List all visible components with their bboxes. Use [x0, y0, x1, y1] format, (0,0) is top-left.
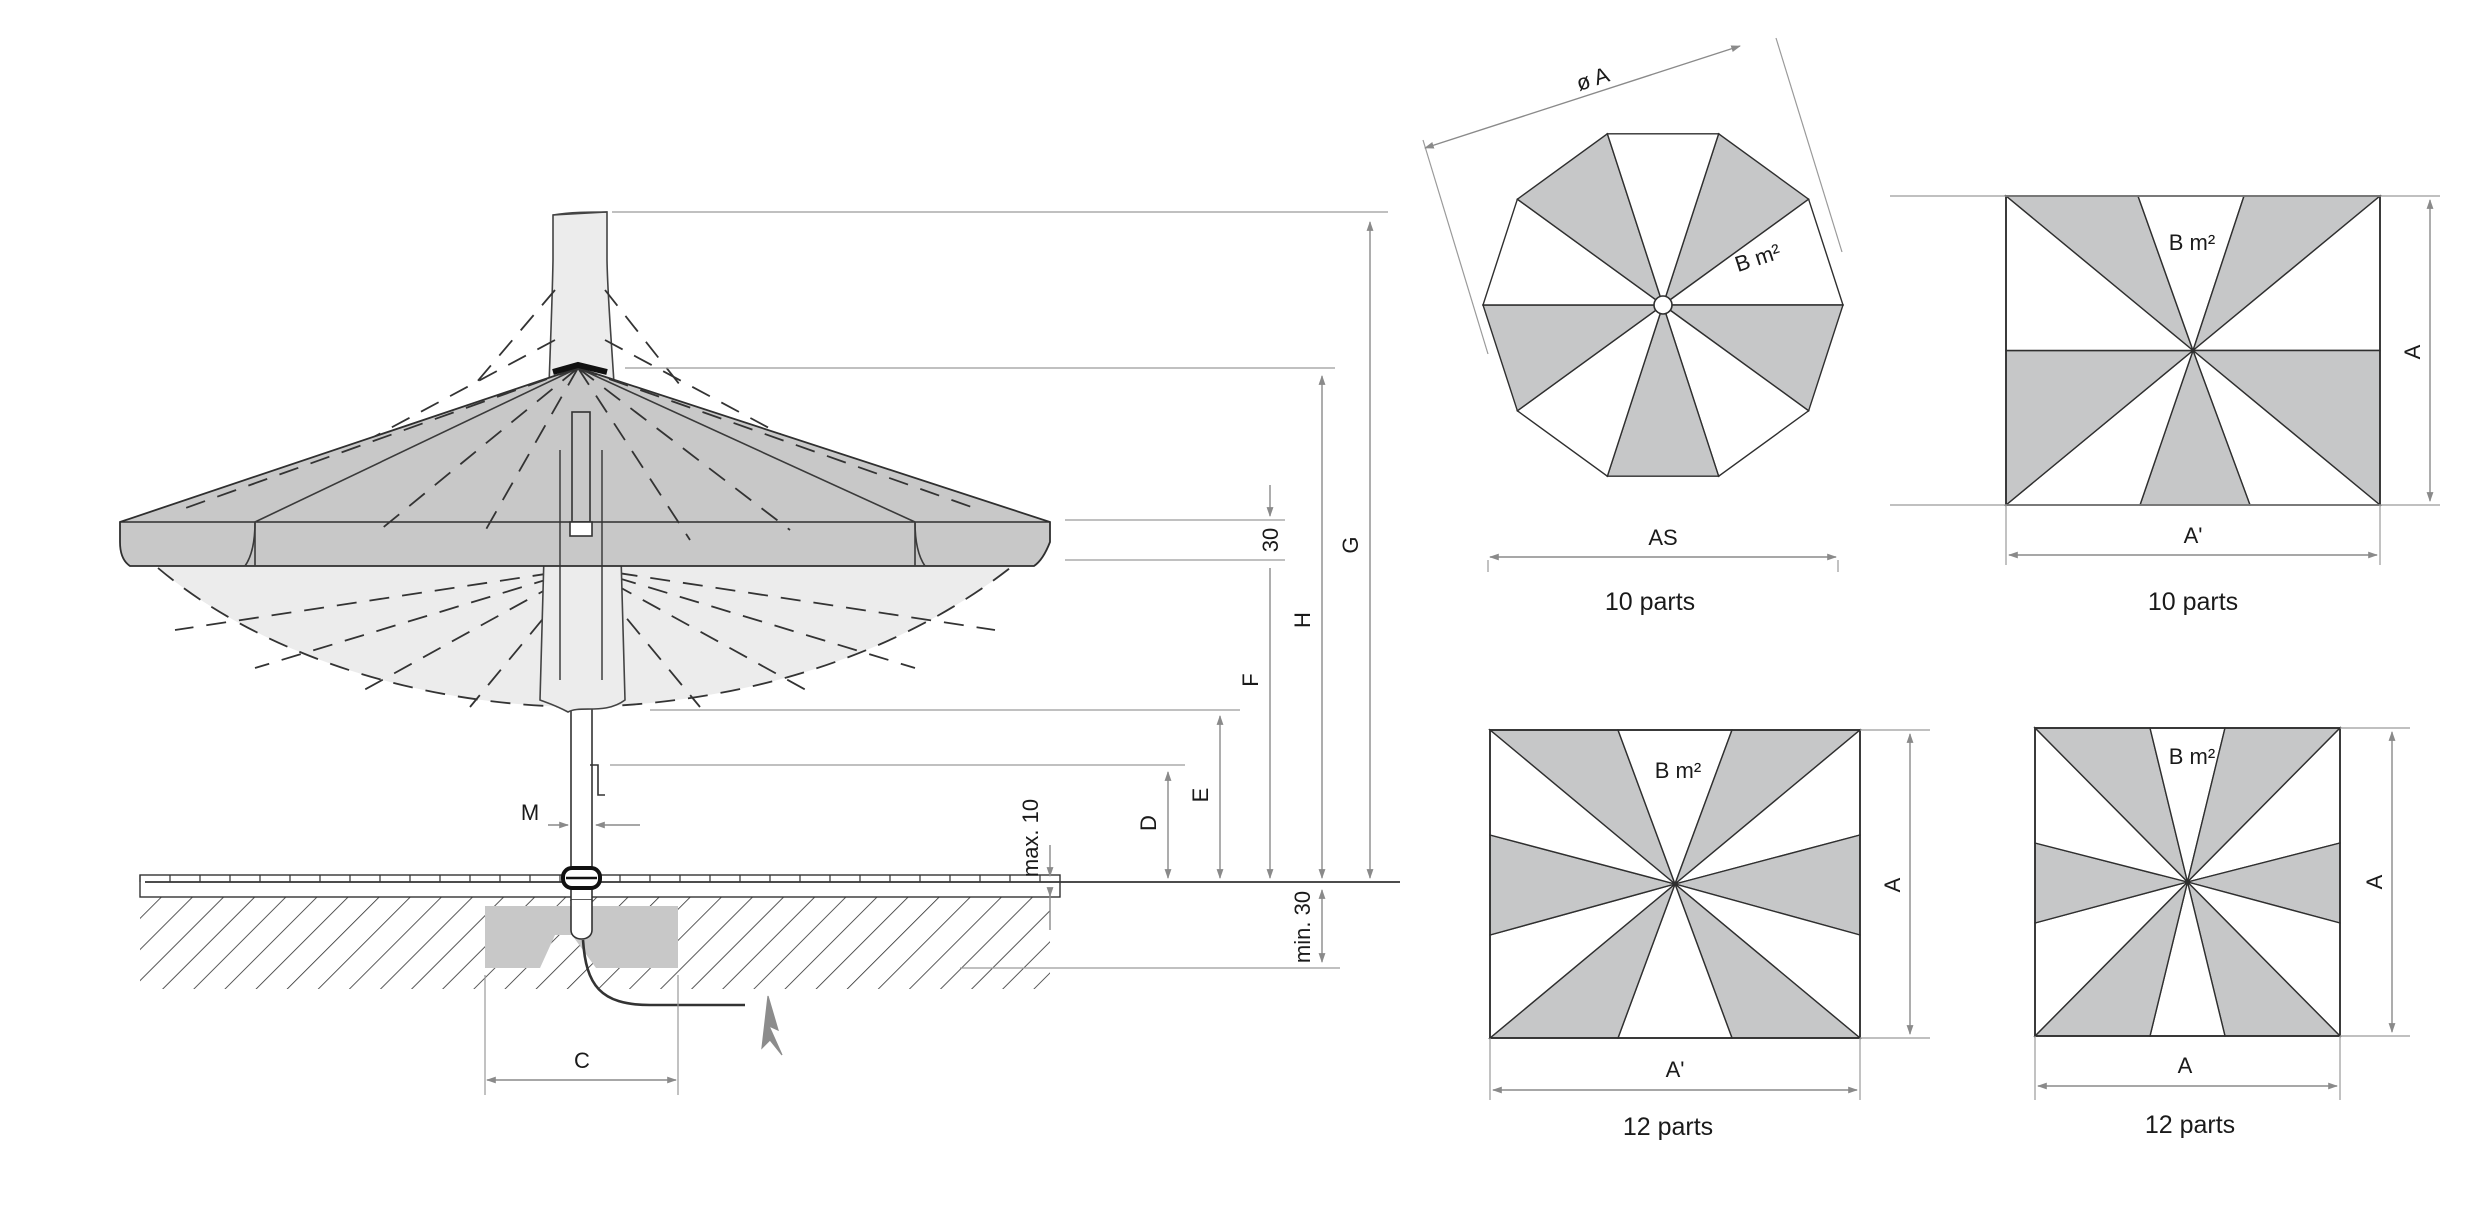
rect12-height-label: A: [1880, 877, 1905, 892]
square12-area-label: B m²: [2169, 744, 2215, 769]
plan-rect-10-parts: [2004, 194, 2382, 507]
rect12-area-label: B m²: [1655, 758, 1701, 783]
plan-square-12-parts: [2033, 726, 2342, 1038]
square12-height-label: A: [2362, 874, 2387, 889]
hub: [1653, 295, 1673, 315]
plan-views: ø A B m² AS 10 parts B m² A A' 10 parts: [1422, 37, 2440, 1141]
dim-label-h: H: [1290, 612, 1315, 628]
dim-label-g: G: [1338, 536, 1363, 553]
ground: [139, 874, 1400, 1007]
rect10-width-label: A': [2184, 523, 2203, 548]
octagon-width-label: AS: [1648, 525, 1677, 550]
octagon-diameter-label: ø A: [1573, 62, 1612, 96]
rect10-area-label: B m²: [2169, 230, 2215, 255]
octagon-caption: 10 parts: [1605, 588, 1695, 616]
lightning-icon: [761, 995, 783, 1056]
plan-rect-12-parts: [1488, 728, 1862, 1040]
canopy: [119, 367, 1051, 567]
dim-label-f: F: [1238, 673, 1263, 686]
dim-label-max10: max. 10: [1018, 799, 1043, 877]
dim-label-c: C: [574, 1048, 590, 1073]
rect10-caption: 10 parts: [2148, 588, 2238, 616]
dim-label-min30: min. 30: [1290, 891, 1315, 963]
square12-width-label: A: [2178, 1053, 2193, 1078]
side-view: G H 30 F E D max. 10 min. 30 M C: [119, 211, 1400, 1095]
dim-label-m: M: [521, 800, 539, 825]
rect10-height-label: A: [2400, 344, 2425, 359]
square12-caption: 12 parts: [2145, 1111, 2235, 1139]
rect12-width-label: A': [1666, 1057, 1685, 1082]
dim-label-30: 30: [1258, 528, 1283, 552]
plan-octagon-10-parts: [1482, 132, 1844, 478]
dim-label-d: D: [1136, 815, 1161, 831]
dim-label-e: E: [1188, 788, 1213, 803]
rect12-caption: 12 parts: [1623, 1113, 1713, 1141]
